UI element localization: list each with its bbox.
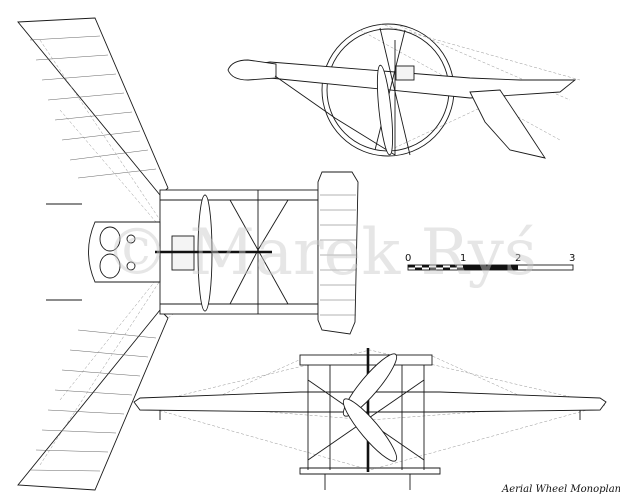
- scale-label-0: 0: [405, 253, 411, 264]
- side-view-nose: [227, 59, 277, 81]
- side-view: [227, 23, 581, 159]
- top-view-lower-wing-ribs: [29, 329, 157, 472]
- top-view-upper-wing: [17, 17, 169, 196]
- front-view-wing: [133, 391, 607, 413]
- top-view-lower-wing: [17, 309, 169, 491]
- top-view-seat-upper: [99, 226, 121, 252]
- scale-label-3: 3: [569, 253, 575, 264]
- front-view: [133, 348, 607, 490]
- side-view-tail: [469, 89, 546, 159]
- side-view-propeller: [376, 64, 394, 156]
- side-view-engine: [395, 65, 415, 81]
- top-view: [17, 17, 359, 491]
- scale-label-2: 2: [515, 253, 521, 264]
- front-view-skid: [299, 467, 441, 475]
- drawing-title: Aerial Wheel Monoplane: [501, 484, 620, 495]
- front-view-propeller-upper: [342, 353, 398, 417]
- scale-bar: 0 1 2 3: [405, 253, 575, 271]
- copyright-watermark: © Marek Ryś: [105, 216, 537, 290]
- top-view-upper-wing-ribs: [29, 35, 157, 179]
- top-view-seat-lower: [99, 253, 121, 279]
- scale-label-1: 1: [460, 253, 466, 264]
- top-view-tailplane: [317, 171, 359, 335]
- front-view-pylon: [299, 354, 433, 366]
- front-view-propeller-lower: [342, 398, 398, 462]
